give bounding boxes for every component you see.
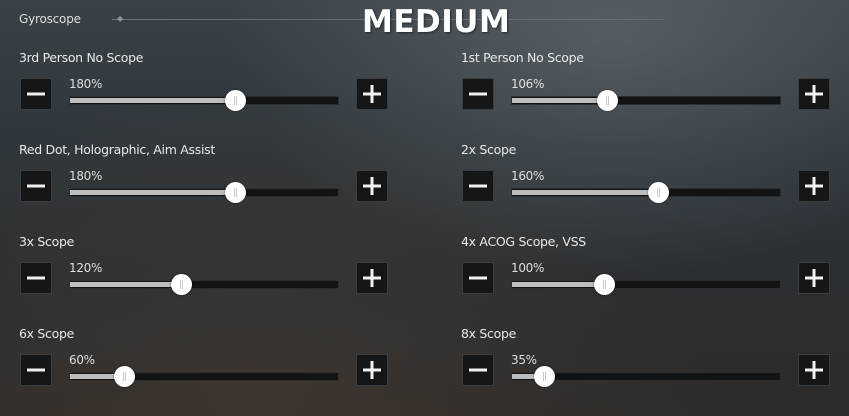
minus-icon — [469, 276, 487, 280]
decrease-button[interactable] — [462, 354, 494, 386]
minus-icon — [469, 92, 487, 96]
minus-icon — [27, 184, 45, 188]
setting-label: 3rd Person No Scope — [19, 50, 144, 65]
decrease-button[interactable] — [20, 78, 52, 110]
slider-fill — [70, 190, 235, 195]
setting-label: Red Dot, Holographic, Aim Assist — [19, 142, 215, 157]
setting-label: 6x Scope — [19, 326, 75, 341]
setting-value: 120% — [69, 261, 103, 275]
sensitivity-slider[interactable] — [69, 274, 339, 295]
setting-value: 180% — [69, 169, 103, 183]
setting-8x-scope: 8x Scope 35% — [461, 326, 841, 406]
decrease-button[interactable] — [462, 170, 494, 202]
setting-value: 180% — [69, 77, 103, 91]
setting-4x-acog-scope-vss: 4x ACOG Scope, VSS 100% — [461, 234, 841, 314]
slider-thumb[interactable] — [597, 90, 618, 111]
decrease-button[interactable] — [20, 354, 52, 386]
sensitivity-slider[interactable] — [69, 182, 339, 203]
slider-thumb[interactable] — [114, 366, 135, 387]
plus-icon — [805, 269, 823, 287]
decrease-button[interactable] — [20, 262, 52, 294]
decrease-button[interactable] — [20, 170, 52, 202]
slider-fill — [70, 374, 124, 379]
slider-fill — [512, 374, 544, 379]
setting-value: 100% — [511, 261, 545, 275]
slider-thumb[interactable] — [225, 182, 246, 203]
setting-value: 60% — [69, 353, 95, 367]
setting-6x-scope: 6x Scope 60% — [19, 326, 399, 406]
plus-icon — [805, 361, 823, 379]
increase-button[interactable] — [356, 78, 388, 110]
plus-icon — [805, 177, 823, 195]
setting-label: 4x ACOG Scope, VSS — [461, 234, 586, 249]
minus-icon — [469, 368, 487, 372]
slider-fill — [512, 282, 604, 287]
increase-button[interactable] — [798, 262, 830, 294]
sensitivity-slider[interactable] — [69, 90, 339, 111]
slider-fill — [70, 282, 181, 287]
decrease-button[interactable] — [462, 78, 494, 110]
minus-icon — [27, 92, 45, 96]
slider-fill — [70, 98, 235, 103]
increase-button[interactable] — [798, 78, 830, 110]
slider-thumb[interactable] — [594, 274, 615, 295]
gyroscope-track[interactable] — [112, 19, 664, 20]
setting-label: 1st Person No Scope — [461, 50, 584, 65]
setting-value: 35% — [511, 353, 537, 367]
slider-thumb[interactable] — [534, 366, 555, 387]
plus-icon — [363, 361, 381, 379]
sensitivity-slider[interactable] — [511, 274, 781, 295]
header: Gyroscope ◆ MEDIUM — [0, 0, 849, 40]
slider-thumb[interactable] — [225, 90, 246, 111]
setting-value: 106% — [511, 77, 545, 91]
sensitivity-slider[interactable] — [511, 90, 781, 111]
setting-1st-person-no-scope: 1st Person No Scope 106% — [461, 50, 841, 130]
setting-label: 3x Scope — [19, 234, 75, 249]
minus-icon — [27, 368, 45, 372]
slider-fill — [512, 98, 607, 103]
slider-thumb[interactable] — [171, 274, 192, 295]
sensitivity-slider[interactable] — [511, 182, 781, 203]
setting-3rd-person-no-scope: 3rd Person No Scope 180% — [19, 50, 399, 130]
minus-icon — [469, 184, 487, 188]
sensitivity-slider[interactable] — [511, 366, 781, 387]
increase-button[interactable] — [356, 354, 388, 386]
plus-icon — [363, 177, 381, 195]
increase-button[interactable] — [356, 170, 388, 202]
setting-label: 8x Scope — [461, 326, 517, 341]
increase-button[interactable] — [798, 354, 830, 386]
increase-button[interactable] — [356, 262, 388, 294]
slider-thumb[interactable] — [648, 182, 669, 203]
decrease-button[interactable] — [462, 262, 494, 294]
setting-3x-scope: 3x Scope 120% — [19, 234, 399, 314]
sensitivity-slider[interactable] — [69, 366, 339, 387]
plus-icon — [805, 85, 823, 103]
setting-label: 2x Scope — [461, 142, 517, 157]
plus-icon — [363, 269, 381, 287]
gyroscope-diamond-icon: ◆ — [117, 14, 124, 23]
setting-red-dot-holographic-aim-assist: Red Dot, Holographic, Aim Assist 180% — [19, 142, 399, 222]
minus-icon — [27, 276, 45, 280]
increase-button[interactable] — [798, 170, 830, 202]
gyroscope-label: Gyroscope — [19, 12, 81, 26]
setting-2x-scope: 2x Scope 160% — [461, 142, 841, 222]
plus-icon — [363, 85, 381, 103]
setting-value: 160% — [511, 169, 545, 183]
slider-fill — [512, 190, 658, 195]
sensitivity-preset-title: MEDIUM — [362, 4, 511, 40]
